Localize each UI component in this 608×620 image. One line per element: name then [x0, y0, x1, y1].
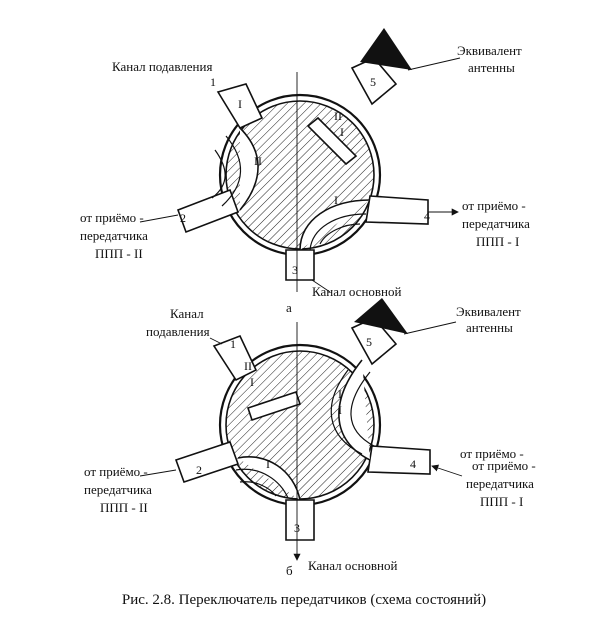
port-number-5-b: 5: [366, 335, 372, 349]
label-left-line1-b: от приёмо -: [84, 464, 148, 479]
label-suppression-channel-a: Канал подавления: [112, 59, 212, 74]
port-2-waveguide-b: [174, 440, 240, 484]
blade-b: [246, 390, 302, 422]
label-left-line2-a: передатчика: [80, 228, 148, 243]
panel-b: Канал подавления Эквивалент антенны от п…: [84, 298, 536, 578]
label-left-line2-b: передатчика: [84, 482, 152, 497]
label-left-line3-a: ППП - II: [95, 246, 143, 261]
label-right-line1-b: от приёмо -: [472, 458, 536, 473]
panel-tag-b: б: [286, 563, 293, 578]
port-number-1-a: 1: [210, 75, 216, 89]
label-left-line1-a: от приёмо -: [80, 210, 144, 225]
mark-II-b2: II: [244, 359, 252, 373]
port-number-4-b: 4: [410, 457, 416, 471]
label-suppression-line1-b: Канал: [170, 306, 204, 321]
blade-a: [306, 116, 358, 166]
mark-II-b: II: [334, 109, 342, 123]
label-equivalent-line2-b: антенны: [466, 320, 513, 335]
port-number-3-a: 3: [292, 263, 298, 277]
panel-tag-a: а: [286, 300, 292, 315]
antenna-load-icon-b: [354, 298, 408, 334]
port-number-4-a: 4: [424, 209, 430, 223]
mark-I-b-d: I: [266, 457, 270, 471]
channel-3-4-a: [299, 199, 371, 251]
label-main-channel-a: Канал основной: [312, 284, 401, 299]
label-equivalent-line2-a: антенны: [468, 60, 515, 75]
channel-I-II-a: [211, 127, 259, 211]
port-1-waveguide-a: [216, 83, 264, 130]
antenna-load-icon-a: [360, 28, 412, 70]
label-right-line0-b: от приёмо -: [460, 446, 524, 461]
mark-I-b-a: I: [250, 375, 254, 389]
mark-I-b-b: I: [338, 387, 342, 401]
mark-I-c: I: [334, 193, 338, 207]
port-4-waveguide-a: [365, 195, 429, 225]
port-3-waveguide-a: [285, 249, 315, 281]
mark-II-a: II: [254, 154, 262, 168]
channel-5-4-b: [330, 359, 375, 461]
label-left-line3-b: ППП - II: [100, 500, 148, 515]
port-2-waveguide-a: [176, 188, 240, 234]
panel-a: Канал подавления Эквивалент антенны от п…: [80, 28, 530, 315]
port-3-waveguide-b: [285, 499, 315, 541]
channel-2-3-b: [235, 456, 301, 501]
mark-I-b-c: I: [338, 403, 342, 417]
port-number-2-b: 2: [196, 463, 202, 477]
label-right-line2-a: передатчика: [462, 216, 530, 231]
label-right-line2-b: передатчика: [466, 476, 534, 491]
label-equivalent-line1-a: Эквивалент: [457, 43, 522, 58]
label-equivalent-line1-b: Эквивалент: [456, 304, 521, 319]
mark-I-b: I: [340, 125, 344, 139]
label-right-line3-a: ППП - I: [476, 234, 519, 249]
port-number-2-a: 2: [180, 211, 186, 225]
port-number-5-a: 5: [370, 75, 376, 89]
port-number-3-b: 3: [294, 521, 300, 535]
port-4-waveguide-b: [367, 445, 431, 475]
label-suppression-line2-b: подавления: [146, 324, 210, 339]
port-1-waveguide-b: [212, 334, 258, 382]
label-main-channel-b: Канал основной: [308, 558, 397, 573]
mark-I-a: I: [238, 97, 242, 111]
figure-caption: Рис. 2.8. Переключатель передатчиков (сх…: [122, 592, 486, 608]
label-right-line3-b: ППП - I: [480, 494, 523, 509]
port-number-1-b: 1: [230, 337, 236, 351]
label-right-line1-a: от приёмо -: [462, 198, 526, 213]
